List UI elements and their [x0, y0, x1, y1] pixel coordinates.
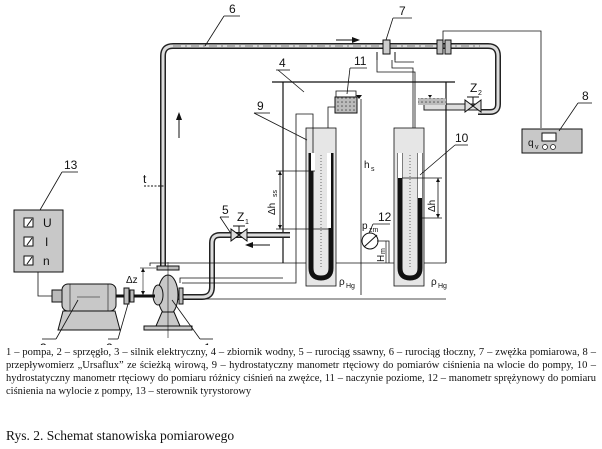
figure-caption: Rys. 2. Schemat stanowiska pomiarowego: [6, 428, 235, 443]
svg-text:s: s: [371, 166, 375, 173]
callout-11: 11: [354, 54, 367, 68]
controller-i: I: [45, 235, 48, 249]
controller-n: n: [43, 254, 50, 268]
spring-pressure-gauge: p zm H m: [361, 221, 390, 263]
svg-text:zm: zm: [369, 227, 379, 234]
callout-1: 1: [204, 341, 211, 345]
pump: [143, 262, 193, 338]
coupling: [115, 287, 155, 305]
svg-text:Hg: Hg: [346, 283, 355, 290]
test-stand-diagram: q v Z 2 Δ: [13, 2, 592, 345]
callout-12: 12: [378, 210, 392, 224]
callout-3: 3: [40, 341, 47, 345]
thyristor-controller: U I n: [13, 209, 64, 297]
discharge-pipe: [160, 43, 501, 268]
hs-symbol: h: [364, 160, 370, 171]
callout-numbers: 1 2 3 4 5 6 7 8 9 10 11 12 13: [40, 2, 589, 345]
hs-dimension: h s: [364, 160, 375, 173]
svg-text:ss: ss: [272, 190, 279, 198]
z1-symbol: Z: [237, 210, 244, 224]
callout-8: 8: [582, 89, 589, 103]
impulse-lines: [149, 195, 446, 300]
callout-9: 9: [257, 99, 264, 113]
controller-u: U: [43, 216, 52, 230]
dz-dimension: Δz: [126, 267, 156, 295]
callout-2: 2: [106, 341, 113, 345]
svg-text:v: v: [535, 144, 539, 151]
flow-arrow-up: [176, 112, 182, 138]
callouts: [39, 15, 592, 340]
callout-10: 10: [455, 131, 469, 145]
suction-pipe: Z 1: [178, 210, 290, 300]
pzm-symbol: p: [362, 221, 368, 232]
callout-4: 4: [279, 56, 286, 70]
callout-5: 5: [222, 203, 229, 217]
svg-text:2: 2: [478, 90, 482, 97]
dh-symbol: Δh: [427, 200, 438, 212]
flowmeter-ursaflux: q v: [521, 128, 583, 154]
svg-text:m: m: [380, 248, 387, 254]
callout-7: 7: [399, 4, 406, 18]
flow-arrow-right: [336, 37, 360, 43]
valve-z2: Z 2: [423, 81, 482, 113]
dz-symbol: Δz: [126, 275, 138, 286]
mercury-manometer-10: Δh ρ Hg: [393, 127, 447, 290]
rho-hg-1: ρ: [339, 277, 345, 288]
t-symbol: t: [143, 172, 147, 186]
flowmeter-sensor: [436, 30, 542, 128]
svg-text:1: 1: [245, 219, 249, 226]
callout-6: 6: [229, 2, 236, 16]
z2-symbol: Z: [470, 81, 477, 95]
qv-symbol: q: [528, 138, 534, 149]
svg-text:Hg: Hg: [438, 283, 447, 290]
hm-symbol: H: [376, 255, 387, 262]
rho-hg-2: ρ: [431, 277, 437, 288]
callout-13: 13: [64, 158, 78, 172]
dhss-symbol: Δh: [267, 203, 278, 215]
temperature-point: t: [143, 172, 165, 187]
mercury-manometer-9: Δh ss ρ Hg: [267, 113, 355, 290]
figure-legend: 1 – pompa, 2 – sprzęgło, 3 – silnik elek…: [6, 347, 596, 397]
electric-motor: [51, 283, 121, 331]
